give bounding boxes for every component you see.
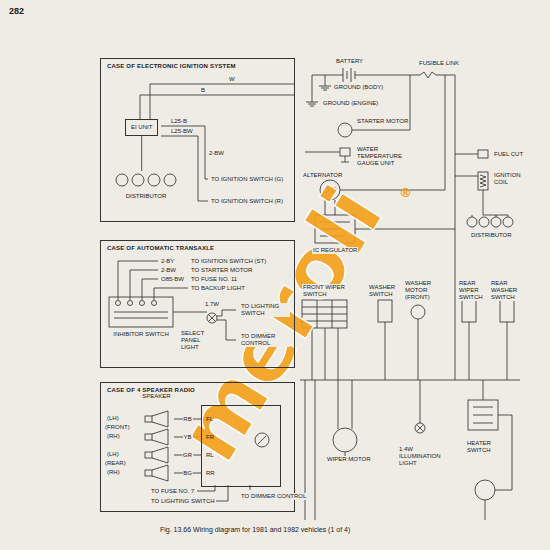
component-label: DISTRIBUTOR bbox=[111, 193, 181, 200]
wire-color-code: GR bbox=[182, 452, 193, 459]
inhibitor-switch: INHIBITOR SWITCH bbox=[109, 297, 173, 338]
part-label: 1.4W ILLUMINATION LIGHT bbox=[398, 446, 446, 467]
panel-heading: CASE OF AUTOMATIC TRANSAXLE bbox=[107, 245, 214, 252]
figure-caption: Fig. 13.66 Wiring diagram for 1981 and 1… bbox=[160, 526, 350, 534]
heater-switch bbox=[468, 400, 498, 430]
part-label: TO STARTER MOTOR bbox=[190, 267, 253, 274]
component-label: EI UNIT bbox=[131, 124, 152, 131]
inhibitor-switch-body bbox=[109, 297, 173, 327]
part-label: REAR WASHER SWITCH bbox=[490, 280, 522, 301]
wire bbox=[300, 319, 520, 520]
wire bbox=[118, 261, 188, 300]
wiper-motor bbox=[333, 428, 357, 452]
panel-lamp bbox=[207, 313, 217, 323]
part-label: GROUND (BODY) bbox=[333, 84, 384, 91]
terminal bbox=[114, 301, 168, 319]
wire bbox=[420, 380, 421, 423]
wire bbox=[161, 126, 208, 201]
part-label: WIPER MOTOR bbox=[326, 456, 372, 463]
part-label: REAR WIPER SWITCH bbox=[458, 280, 490, 301]
part-label: FUEL CUT bbox=[493, 151, 524, 158]
wire bbox=[305, 152, 349, 162]
part-label: 2-BW bbox=[208, 150, 225, 157]
wire bbox=[140, 84, 295, 119]
ignition-coil bbox=[478, 172, 488, 190]
part-label: TO LIGHTING SWITCH bbox=[240, 303, 290, 317]
part-label: HEATER SWITCH bbox=[466, 440, 503, 454]
part-label: GROUND (ENGINE) bbox=[322, 100, 379, 107]
starter-motor bbox=[338, 123, 352, 137]
component-label: RR bbox=[206, 464, 276, 482]
part-label: IGNITION COIL bbox=[493, 172, 530, 186]
part-label: TO IGNITION SWITCH (R) bbox=[210, 198, 284, 205]
part-label: (LH) bbox=[106, 451, 120, 458]
part-label: TO FUSE NO. 7 bbox=[150, 488, 195, 495]
wire-color-code: RB bbox=[182, 416, 192, 423]
page-number: 282 bbox=[8, 6, 25, 16]
part-label: FRONT WIPER SWITCH bbox=[302, 284, 350, 298]
part-label: TO LIGHTING SWITCH bbox=[150, 498, 216, 505]
component-label: INHIBITOR SWITCH bbox=[109, 331, 173, 338]
watermark: ® bbox=[398, 185, 413, 200]
part-label: TO FUSE NO. 11 bbox=[190, 276, 238, 283]
part-label: SELECT PANEL LIGHT bbox=[180, 330, 218, 351]
part-label: (RH) bbox=[106, 433, 121, 440]
part-label: W bbox=[228, 76, 236, 83]
part-label: TO BACKUP LIGHT bbox=[190, 285, 246, 292]
part-label: 1.7W bbox=[204, 301, 220, 308]
part-label: 2-BW bbox=[160, 267, 177, 274]
distributor-symbol bbox=[116, 174, 176, 186]
part-label: WASHER SWITCH bbox=[368, 284, 402, 298]
part-label: L25-B bbox=[170, 118, 188, 125]
panel-heading: CASE OF ELECTRONIC IGNITION SYSTEM bbox=[107, 63, 236, 70]
part-label: B bbox=[200, 87, 206, 94]
panel-heading: CASE OF 4 SPEAKER RADIO bbox=[107, 387, 195, 394]
component-label: RL bbox=[206, 446, 276, 464]
part-label: (RH) bbox=[106, 469, 121, 476]
heater-motor bbox=[475, 480, 495, 500]
control-unit-box: EI UNIT bbox=[125, 119, 158, 136]
part-label: FUSIBLE LINK bbox=[418, 60, 460, 67]
wire bbox=[338, 380, 352, 456]
part-label: O85-BW bbox=[160, 276, 185, 283]
distributor-symbol bbox=[467, 217, 513, 227]
part-label: IC REGULATOR bbox=[312, 247, 358, 254]
part-label: TO IGNITION SWITCH (ST) bbox=[190, 258, 267, 265]
part-label: TO DIMMER CONTROL bbox=[240, 333, 290, 347]
rear-wiper-switch bbox=[462, 300, 476, 322]
part-label: WATER TEMPERATURE GAUGE UNIT bbox=[356, 146, 413, 167]
gauge-unit bbox=[340, 148, 350, 156]
component-label: FL bbox=[206, 410, 276, 428]
washer-switch bbox=[378, 300, 392, 322]
speaker-group: SPEAKER bbox=[139, 393, 174, 488]
component-label: FR bbox=[206, 428, 276, 446]
part-label: TO IGNITION SWITCH (G) bbox=[210, 176, 284, 183]
part-label: L25-BW bbox=[170, 128, 194, 135]
part-label: DISTRIBUTOR bbox=[470, 232, 513, 239]
part-label: ALTERNATOR bbox=[302, 172, 343, 179]
fuel-cut-solenoid bbox=[478, 150, 488, 158]
part-label: BATTERY bbox=[335, 58, 364, 65]
wire-connector bbox=[141, 136, 142, 171]
battery-symbol bbox=[343, 68, 355, 82]
radio-unit: FLFRRLRR bbox=[201, 405, 281, 487]
part-label: STARTER MOTOR bbox=[356, 118, 409, 125]
component-label: SPEAKER bbox=[139, 393, 174, 400]
part-label: (LH) bbox=[106, 415, 120, 422]
part-label: 2-BY bbox=[160, 258, 175, 265]
illumination-lamp bbox=[415, 423, 425, 433]
part-label: (FRONT) bbox=[104, 424, 131, 431]
part-label: (REAR) bbox=[104, 460, 127, 467]
wire-color-code: YB bbox=[182, 434, 192, 441]
washer-motor bbox=[411, 305, 425, 319]
wire-color-code: BG bbox=[182, 470, 193, 477]
distributor-node: DISTRIBUTOR bbox=[111, 171, 181, 200]
part-label: TO DIMMER CONTROL bbox=[240, 493, 307, 500]
speaker-symbol bbox=[145, 411, 168, 481]
part-label: WASHER MOTOR (FRONT) bbox=[404, 280, 446, 301]
rear-washer-switch bbox=[500, 300, 514, 322]
